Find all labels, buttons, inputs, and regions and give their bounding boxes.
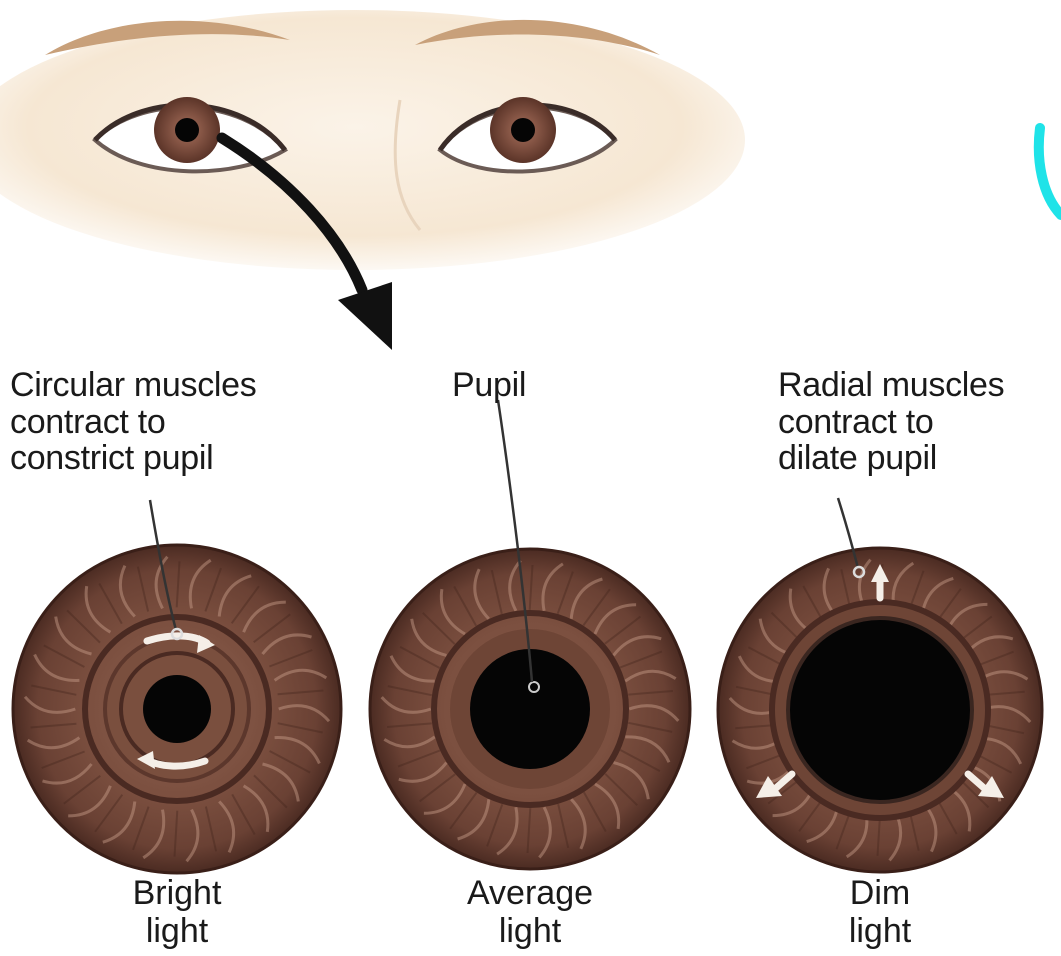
dim-light-caption: Dim light [770,874,990,950]
circular-muscles-label: Circular muscles contract to constrict p… [10,367,256,477]
cyan-mark [1039,128,1061,215]
face-eyes-illustration [0,10,745,270]
pupil-label: Pupil [452,367,526,404]
radial-muscles-label: Radial muscles contract to dilate pupil [778,367,1004,477]
iris-bright [13,545,341,873]
iris-average [370,549,690,869]
average-light-caption: Average light [420,874,640,950]
bright-light-caption: Bright light [67,874,287,950]
iris-dim [718,548,1042,872]
